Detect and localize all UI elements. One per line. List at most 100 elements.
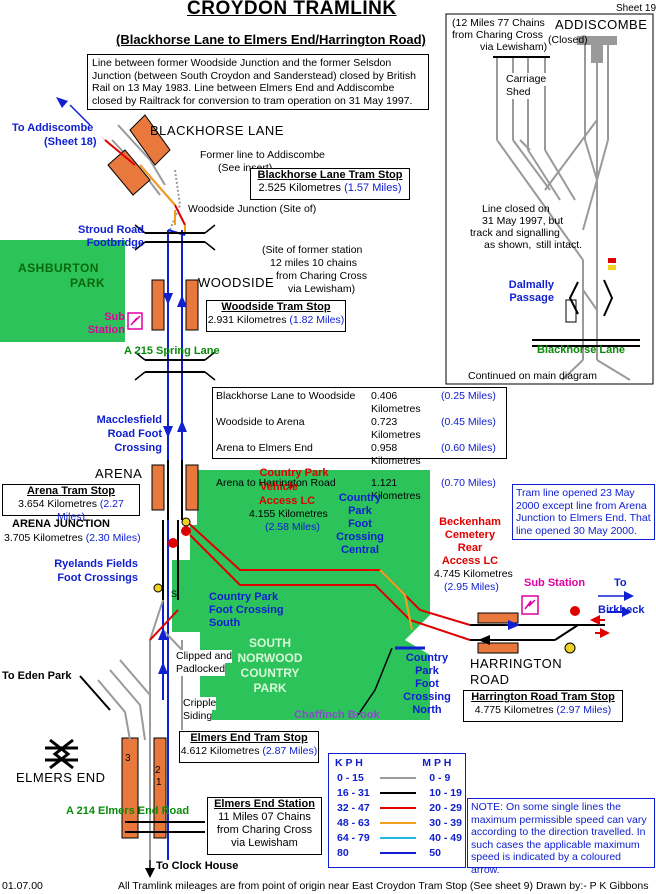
stop-miles: (1.57 Miles) [344,182,402,194]
macclesfield-label-3: Crossing [114,442,162,454]
cp-south-label-2: Foot Crossing [209,604,284,616]
legend-swatch [380,852,417,855]
distance-route: Arena to Elmers End [216,442,313,454]
stop-km: 2.931 Kilometres [207,314,287,326]
beckenham-label-3: Rear [457,542,483,554]
page-title: CROYDON TRAMLINK [187,0,397,19]
cp-central-label-4: Crossing [336,531,384,543]
sub-station-label-right: Sub Station [524,577,586,589]
track-number: 3 [125,753,131,764]
cripple-siding-label-2: Siding [183,710,213,723]
to-eden-park-label: To Eden Park [2,670,72,682]
carriage-shed-label: Carriage [506,73,547,86]
macclesfield-label: Macclesfield [96,414,162,426]
former-station-label-2: 12 miles 10 chains [270,257,357,269]
stroud-road-label: Stroud Road [78,224,144,236]
cripple-siding-label: Cripple [183,697,217,710]
closed-note-3: track and signalling [470,227,560,239]
closed-note-2: 31 May 1997, but [482,215,564,227]
woodside-platform-east [185,279,199,331]
stop-miles: (2.87 Miles) [262,745,318,757]
cp-north-label-2: Park [415,665,439,677]
arena-platform-west [151,464,165,511]
blackhorse-platform-east [129,114,171,166]
legend-swatch [380,837,417,840]
ashburton-park-label: ASHBURTON [18,261,99,275]
station-distance: 11 Miles 07 Chains [218,811,311,823]
arena-platform-east [185,464,199,511]
dalmally-label: Dalmally [508,279,554,291]
beckenham-km: 4.745 Kilometres [434,568,513,580]
elmers-end-road-label: A 214 Elmers End Road [66,805,190,817]
spring-lane-label: A 215 Spring Lane [124,345,220,357]
station-distance-3: via Lewisham [231,837,298,849]
former-station-label-4: via Lewisham) [288,283,356,295]
distance-miles: (0.45 Miles) [441,416,496,428]
arena-junction-miles: (2.30 Miles) [85,532,141,544]
stop-miles: (2.97 Miles) [556,704,612,716]
clipped-label: Clipped and [176,650,233,663]
arena-junction-km: 3.705 Kilometres [4,532,83,544]
distance-miles: (0.70 Miles) [441,477,496,489]
cp-central-label: Country [338,492,382,504]
south-norwood-country-park [172,470,430,720]
cp-central-label-5: Central [341,544,379,556]
cp-north-label: Country [405,652,449,664]
cp-north-label-4: Crossing [403,691,451,703]
former-line-label: Former line to Addiscombe [200,149,325,161]
stop-name: Woodside Tram Stop [221,301,331,313]
woodside-platform-west [151,279,165,331]
elmers-end-station-box: Elmers End Station 11 Miles 07 Chains fr… [207,797,322,855]
snp-label-4: PARK [253,681,287,695]
woodside-stop-box: Woodside Tram Stop 2.931 Kilometres (1.8… [206,300,346,332]
continued-label: Continued on main diagram [468,370,597,382]
stop-km: 2.525 Kilometres [258,182,341,194]
legend-swatch [380,792,417,795]
to-clock-house-label: To Clock House [156,860,239,872]
harrington-platform-north [477,612,519,624]
insert-distance-2: from Charing Cross [452,29,544,41]
legend-swatch [380,807,417,810]
beckenham-label-2: Cemetery [444,529,496,541]
cp-vehicle-miles: (2.58 Miles) [265,521,320,533]
ryelands-label: Ryelands Fields [54,558,138,570]
mph-header: M P H [422,757,452,769]
eden-park-line [79,659,151,741]
sub-station-label: Sub [104,311,125,323]
blackhorse-platform-west [107,149,151,196]
cp-north-label-3: Foot [415,678,439,690]
station-name: Elmers End Station [214,798,315,810]
cp-central-label-2: Park [348,505,372,517]
woodside-label: WOODSIDE [198,275,275,290]
legend-mph: 20 - 29 [429,802,462,814]
main-tracks [149,229,186,860]
former-station-label: (Site of former station [262,244,363,256]
distance-route: Woodside to Arena [216,416,305,428]
former-station-label-3: from Charing Cross [276,270,368,282]
beckenham-miles: (2.95 Miles) [444,581,499,593]
legend-mph: 0 - 9 [429,772,451,784]
cp-north-label-5: North [412,704,442,716]
stop-miles: (2.27 Miles) [57,498,124,523]
stroud-road-label-2: Footbridge [86,237,144,249]
stop-name: Arena Tram Stop [26,485,116,497]
to-birkbeck-label: To [614,577,627,589]
cp-south-label: Country Park [209,591,279,603]
distance-km: 0.406 Kilometres [371,390,421,415]
insert-blackhorse-lane: Blackhorse Lane [537,344,626,356]
arena-label: ARENA [95,466,143,481]
distance-km: 0.723 Kilometres [371,416,421,441]
station-distance-2: from Charing Cross [216,824,313,836]
clipped-label-2: Padlocked [176,663,226,676]
cp-vehicle-label-3: Access LC [258,495,316,507]
legend-kph: 48 - 63 [337,817,370,829]
stop-km: 4.612 Kilometres [180,745,260,757]
